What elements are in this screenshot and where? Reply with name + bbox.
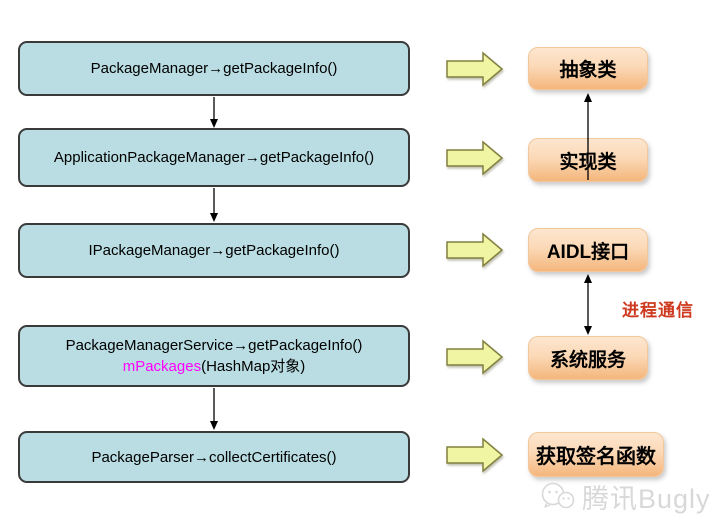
block-arrow-row2 <box>446 140 504 176</box>
role-box-label: 系统服务 <box>549 349 626 371</box>
flow-box-packageparser: PackageParser→collectCertificates() <box>18 431 410 483</box>
role-box-aidl-interface: AIDL接口 <box>528 228 648 272</box>
arrow-box2-to-box3 <box>210 188 218 222</box>
role-box-label: 实现类 <box>559 151 617 173</box>
flow-box-label: IPackageManager→getPackageInfo() <box>88 242 340 259</box>
process-communication-label: 进程通信 <box>622 301 694 320</box>
arrow-box1-to-box2 <box>210 97 218 128</box>
role-box-system-service: 系统服务 <box>528 336 648 380</box>
arrow-box4-to-box5 <box>210 388 218 430</box>
flow-box-packagemanagerservice: PackageManagerService→getPackageInfo() m… <box>18 325 410 387</box>
arrow-aidl-system-service-bidirectional <box>584 274 592 335</box>
mpackages-highlight: mPackages <box>122 358 202 375</box>
flow-box-ipackagemanager: IPackageManager→getPackageInfo() <box>18 223 410 278</box>
flow-box-packagemanager: PackageManager→getPackageInfo() <box>18 41 410 96</box>
block-arrow-row1 <box>446 51 504 87</box>
flow-box-applicationpackagemanager: ApplicationPackageManager→getPackageInfo… <box>18 128 410 187</box>
flow-box-label: ApplicationPackageManager→getPackageInfo… <box>53 149 375 166</box>
watermark-text: 腾讯Bugly <box>582 484 711 514</box>
role-box-label: 获取签名函数 <box>536 446 656 468</box>
flow-box-label: PackageManager→getPackageInfo() <box>90 60 338 77</box>
role-box-get-signature-function: 获取签名函数 <box>528 432 664 477</box>
role-box-implementation-class: 实现类 <box>528 138 648 182</box>
block-arrow-row4 <box>446 339 504 375</box>
block-arrow-row3 <box>446 232 504 268</box>
block-arrow-row5 <box>446 437 504 473</box>
role-box-label: 抽象类 <box>559 60 617 81</box>
flow-box-label: PackageParser→collectCertificates() <box>91 448 337 466</box>
flow-box-label-line2: mPackages(HashMap对象) <box>123 356 306 377</box>
role-box-label: AIDL接口 <box>546 241 630 263</box>
flow-box-label-line1: PackageManagerService→getPackageInfo() <box>65 337 363 354</box>
wechat-icon <box>541 482 575 508</box>
watermark: 腾讯Bugly <box>538 477 711 516</box>
role-box-abstract-class: 抽象类 <box>528 47 648 90</box>
hashmap-text: (HashMap对象) <box>201 358 306 375</box>
